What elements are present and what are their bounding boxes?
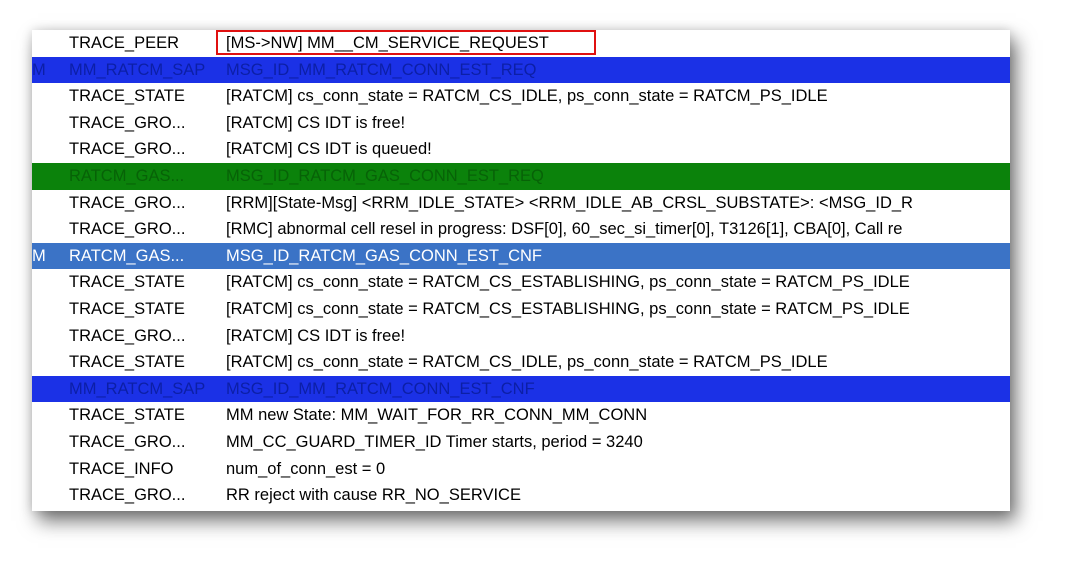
trace-type-cell: TRACE_PEER	[69, 34, 180, 52]
trace-row[interactable]: M MM_RATCM_SAP MSG_ID_MM_RATCM_CONN_EST_RE…	[32, 56, 1010, 84]
trace-type-cell: TRACE_INFO	[69, 459, 174, 478]
trace-row[interactable]: TRACE_GRO... RR reject with cause RR_NO_S…	[32, 482, 1010, 509]
trace-type-cell: TRACE_STATE	[69, 273, 185, 292]
trace-row[interactable]: TRACE_GRO... MM_CC_GUARD_TIMER_ID Timer s…	[32, 429, 1010, 456]
row-prefix: M	[32, 60, 46, 79]
trace-row[interactable]: TRACE_STATE [RATCM] cs_conn_state = RATCM…	[32, 269, 1010, 296]
trace-row[interactable]: TRACE_GRO... [RATCM] CS IDT is queued!	[32, 136, 1010, 163]
trace-message-cell: MSG_ID_RATCM_GAS_CONN_EST_REQ	[226, 166, 544, 185]
trace-message-cell: [MS->NW] MM__CM_SERVICE_REQUEST	[226, 34, 549, 52]
trace-message-cell: MSG_ID_MM_RATCM_CONN_EST_REQ	[226, 60, 537, 79]
trace-row[interactable]: TRACE_INFO num_of_conn_est = 0	[32, 456, 1010, 483]
trace-message-cell: [RATCM] cs_conn_state = RATCM_CS_ESTABLI…	[226, 299, 910, 318]
trace-type-cell: TRACE_GRO...	[69, 140, 186, 159]
trace-row[interactable]: TRACE_GRO... [RRM][State-Msg] <RRM_IDLE_S…	[32, 190, 1010, 217]
trace-row[interactable]: TRACE_GRO... [RATCM] CS IDT is free!	[32, 110, 1010, 137]
trace-message-cell: [RATCM] CS IDT is queued!	[226, 140, 432, 159]
trace-type-cell: MM_RATCM_SAP	[69, 60, 206, 79]
trace-row[interactable]: TRACE_STATE [RATCM] cs_conn_state = RATCM…	[32, 296, 1010, 323]
trace-log-window: TRACE_PEER [MS->NW] MM__CM_SERVICE_REQUES…	[32, 30, 1010, 511]
trace-message-cell: [RMC] abnormal cell resel in progress: D…	[226, 220, 903, 239]
trace-row[interactable]: TRACE_PEER [MS->NW] MM__CM_SERVICE_REQUES…	[32, 30, 1010, 57]
trace-type-cell: TRACE_STATE	[69, 353, 185, 372]
trace-row[interactable]: RATCM_GAS... MSG_ID_RATCM_GAS_CONN_EST_RE…	[32, 162, 1010, 190]
trace-row[interactable]: MM_RATCM_SAP MSG_ID_MM_RATCM_CONN_EST_CNF	[32, 375, 1010, 403]
trace-message-cell: [RATCM] cs_conn_state = RATCM_CS_ESTABLI…	[226, 273, 910, 292]
trace-message-cell: [RRM][State-Msg] <RRM_IDLE_STATE> <RRM_I…	[226, 193, 913, 212]
trace-message-cell: [RATCM] cs_conn_state = RATCM_CS_IDLE, p…	[226, 87, 828, 106]
trace-type-cell: RATCM_GAS...	[69, 246, 185, 265]
trace-type-cell: TRACE_STATE	[69, 87, 185, 106]
trace-message-cell: RR reject with cause RR_NO_SERVICE	[226, 486, 521, 505]
trace-message-cell: [RATCM] cs_conn_state = RATCM_CS_IDLE, p…	[226, 353, 828, 372]
trace-type-cell: TRACE_GRO...	[69, 220, 186, 239]
trace-type-cell: RATCM_GAS...	[69, 166, 185, 185]
trace-message-cell: MSG_ID_RATCM_GAS_CONN_EST_CNF	[226, 246, 543, 265]
trace-row[interactable]: TRACE_STATE [RATCM] cs_conn_state = RATCM…	[32, 349, 1010, 376]
trace-type-cell: TRACE_GRO...	[69, 486, 186, 505]
trace-row[interactable]: TRACE_GRO... [RATCM] CS IDT is free!	[32, 323, 1010, 350]
trace-message-cell: num_of_conn_est = 0	[226, 459, 386, 478]
trace-message-cell: MM new State: MM_WAIT_FOR_RR_CONN_MM_CON…	[226, 406, 648, 425]
trace-message-cell: MSG_ID_MM_RATCM_CONN_EST_CNF	[226, 379, 535, 398]
trace-type-cell: MM_RATCM_SAP	[69, 379, 206, 398]
trace-type-cell: TRACE_GRO...	[69, 193, 186, 212]
row-prefix: M	[32, 246, 46, 265]
trace-type-cell: TRACE_GRO...	[69, 432, 186, 451]
trace-type-cell: TRACE_GRO...	[69, 113, 186, 132]
trace-type-cell: TRACE_GRO...	[69, 326, 186, 345]
trace-row[interactable]: TRACE_STATE [RATCM] cs_conn_state = RATCM…	[32, 83, 1010, 110]
trace-row[interactable]: TRACE_STATE MM new State: MM_WAIT_FOR_RR_…	[32, 402, 1010, 429]
trace-message-cell: MM_CC_GUARD_TIMER_ID Timer starts, perio…	[226, 432, 643, 451]
trace-log-table: TRACE_PEER [MS->NW] MM__CM_SERVICE_REQUES…	[32, 30, 1010, 509]
trace-type-cell: TRACE_STATE	[69, 406, 185, 425]
trace-message-cell: [RATCM] CS IDT is free!	[226, 326, 406, 345]
trace-message-cell: [RATCM] CS IDT is free!	[226, 113, 406, 132]
trace-row[interactable]: M RATCM_GAS... MSG_ID_RATCM_GAS_CONN_EST_C…	[32, 242, 1010, 270]
trace-row[interactable]: TRACE_GRO... [RMC] abnormal cell resel in…	[32, 216, 1010, 243]
trace-type-cell: TRACE_STATE	[69, 299, 185, 318]
